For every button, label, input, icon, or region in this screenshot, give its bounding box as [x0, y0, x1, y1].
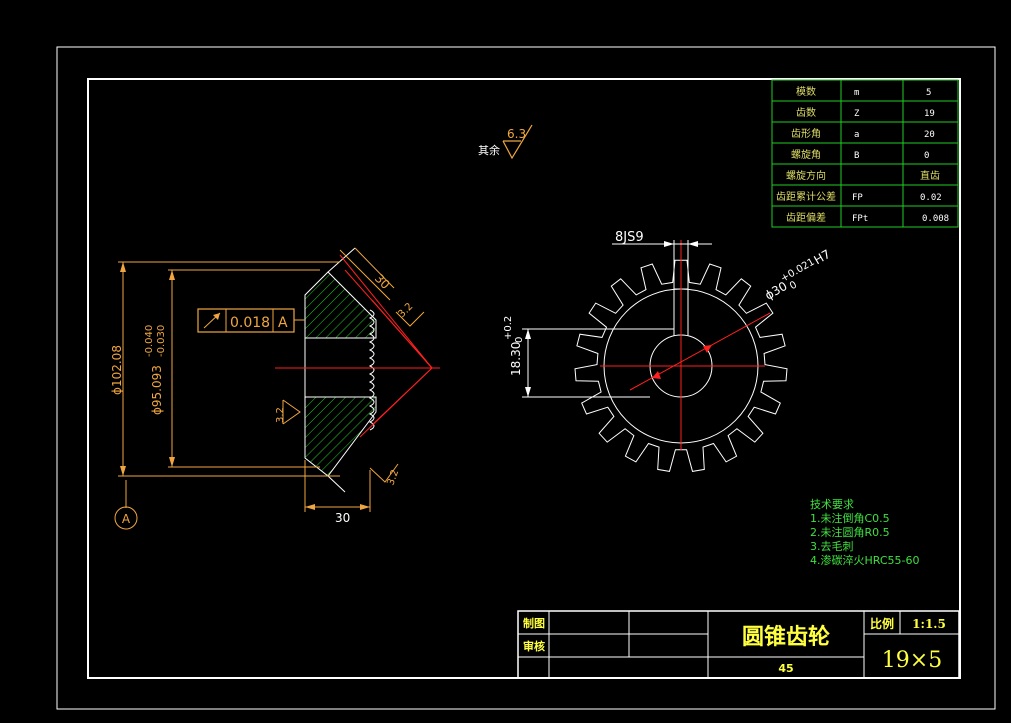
roughness-other-value: 6.3: [507, 127, 526, 141]
tech-req-title: 技术要求: [810, 498, 854, 511]
keyway-depth-tol-upper: +0.2: [503, 316, 514, 340]
gear-outline: [574, 259, 788, 472]
drawn-by-label: 制图: [523, 616, 545, 630]
drawing-code: 19×5: [882, 648, 942, 673]
tolerance-datum: A: [278, 315, 288, 331]
param-symbol-helix-angle: B: [854, 151, 859, 161]
front-view: 8JS9 ϕ30 +0.021 0 H7 18.30 +0.2 0: [503, 230, 833, 472]
datum-label: A: [122, 512, 131, 526]
param-name-helix-angle: 螺旋角: [791, 148, 821, 161]
gear-teeth-profile: [368, 309, 375, 431]
param-symbol-pressure-angle: a: [854, 130, 859, 140]
param-name-teeth: 齿数: [796, 106, 816, 119]
width-dim-label: 30: [335, 511, 350, 525]
bore-dia-label: ϕ95.093: [150, 365, 164, 415]
bore-tol-upper: +0.021: [779, 257, 817, 285]
keyway-depth-tol-lower: 0: [514, 337, 525, 343]
svg-text:3.2: 3.2: [275, 407, 286, 423]
svg-text:3.2: 3.2: [385, 468, 401, 487]
outer-dia-label: ϕ102.08: [110, 345, 124, 395]
param-symbol-module: m: [854, 88, 859, 98]
tech-requirements: 技术要求 1.未注倒角C0.5 2.未注圆角R0.5 3.去毛刺 4.渗碳淬火H…: [810, 498, 920, 567]
face-dim-label: 30: [372, 271, 393, 292]
param-name-pressure-angle: 齿形角: [791, 128, 821, 140]
roughness-symbol-3: 3.2: [369, 463, 401, 487]
param-value-pressure-angle: 20: [924, 130, 935, 140]
roughness-check-icon: [502, 124, 533, 160]
param-value-helix-angle: 0: [924, 151, 929, 161]
svg-text:3.2: 3.2: [396, 301, 415, 320]
keyway-depth-label: 18.30: [509, 342, 523, 376]
param-symbol-pitch-deviation: FPt: [852, 214, 868, 224]
roughness-other-label: 其余: [478, 143, 500, 157]
material-label: 45: [778, 662, 793, 675]
hatch-upper: [304, 271, 377, 339]
roughness-symbol-2: 3.2: [275, 399, 301, 425]
param-symbol-teeth: Z: [854, 109, 860, 119]
param-value-module: 5: [926, 88, 931, 98]
tech-req-item-1: 1.未注倒角C0.5: [810, 511, 890, 525]
checked-by-label: 审核: [523, 639, 545, 653]
scale-label: 比例: [870, 616, 894, 631]
hatch-lower: [304, 396, 377, 477]
tech-req-item-3: 3.去毛刺: [810, 540, 854, 553]
param-name-module: 模数: [796, 85, 816, 98]
title-block: 制图 审核 圆锥齿轮 45 比例 1:1.5 19×5: [517, 610, 960, 679]
tolerance-value: 0.018: [230, 315, 270, 331]
section-view: ϕ102.08 ϕ95.093 -0.040 -0.030 0.018 A 30…: [110, 247, 440, 530]
keyway-width-label: 8JS9: [615, 230, 644, 245]
param-name-helix-direction: 螺旋方向: [786, 169, 826, 182]
part-name: 圆锥齿轮: [742, 624, 830, 650]
bore-dia-tol-lower: -0.030: [156, 325, 167, 357]
param-name-cumulative-pitch: 齿距累计公差: [776, 190, 836, 203]
bore-dim-group: ϕ30 +0.021 0 H7: [763, 247, 833, 303]
bore-dia-tol-upper: -0.040: [144, 325, 155, 357]
roughness-symbol-1: 3.2: [395, 301, 425, 327]
param-name-pitch-deviation: 齿距偏差: [786, 211, 826, 224]
param-symbol-cumulative-pitch: FP: [852, 193, 863, 203]
parameter-table: 模数 m 5 齿数 Z 19 齿形角 a 20 螺旋角 B 0 螺旋方向 直齿 …: [771, 79, 959, 228]
param-value-pitch-deviation: 0.008: [922, 214, 949, 224]
inner-frame: [87, 78, 961, 679]
tech-req-item-4: 4.渗碳淬火HRC55-60: [810, 553, 920, 567]
bore-tol-lower: 0: [788, 279, 799, 292]
tech-req-item-2: 2.未注圆角R0.5: [810, 525, 890, 539]
outer-frame: [56, 46, 996, 710]
param-value-helix-direction: 直齿: [920, 169, 940, 182]
tolerance-frame: 0.018 A: [197, 308, 305, 333]
param-value-cumulative-pitch: 0.02: [920, 193, 942, 203]
datum-circle: [114, 506, 138, 530]
param-value-teeth: 19: [924, 109, 935, 119]
scale-value: 1:1.5: [912, 617, 946, 631]
general-roughness-symbol: 其余 6.3: [478, 124, 533, 160]
